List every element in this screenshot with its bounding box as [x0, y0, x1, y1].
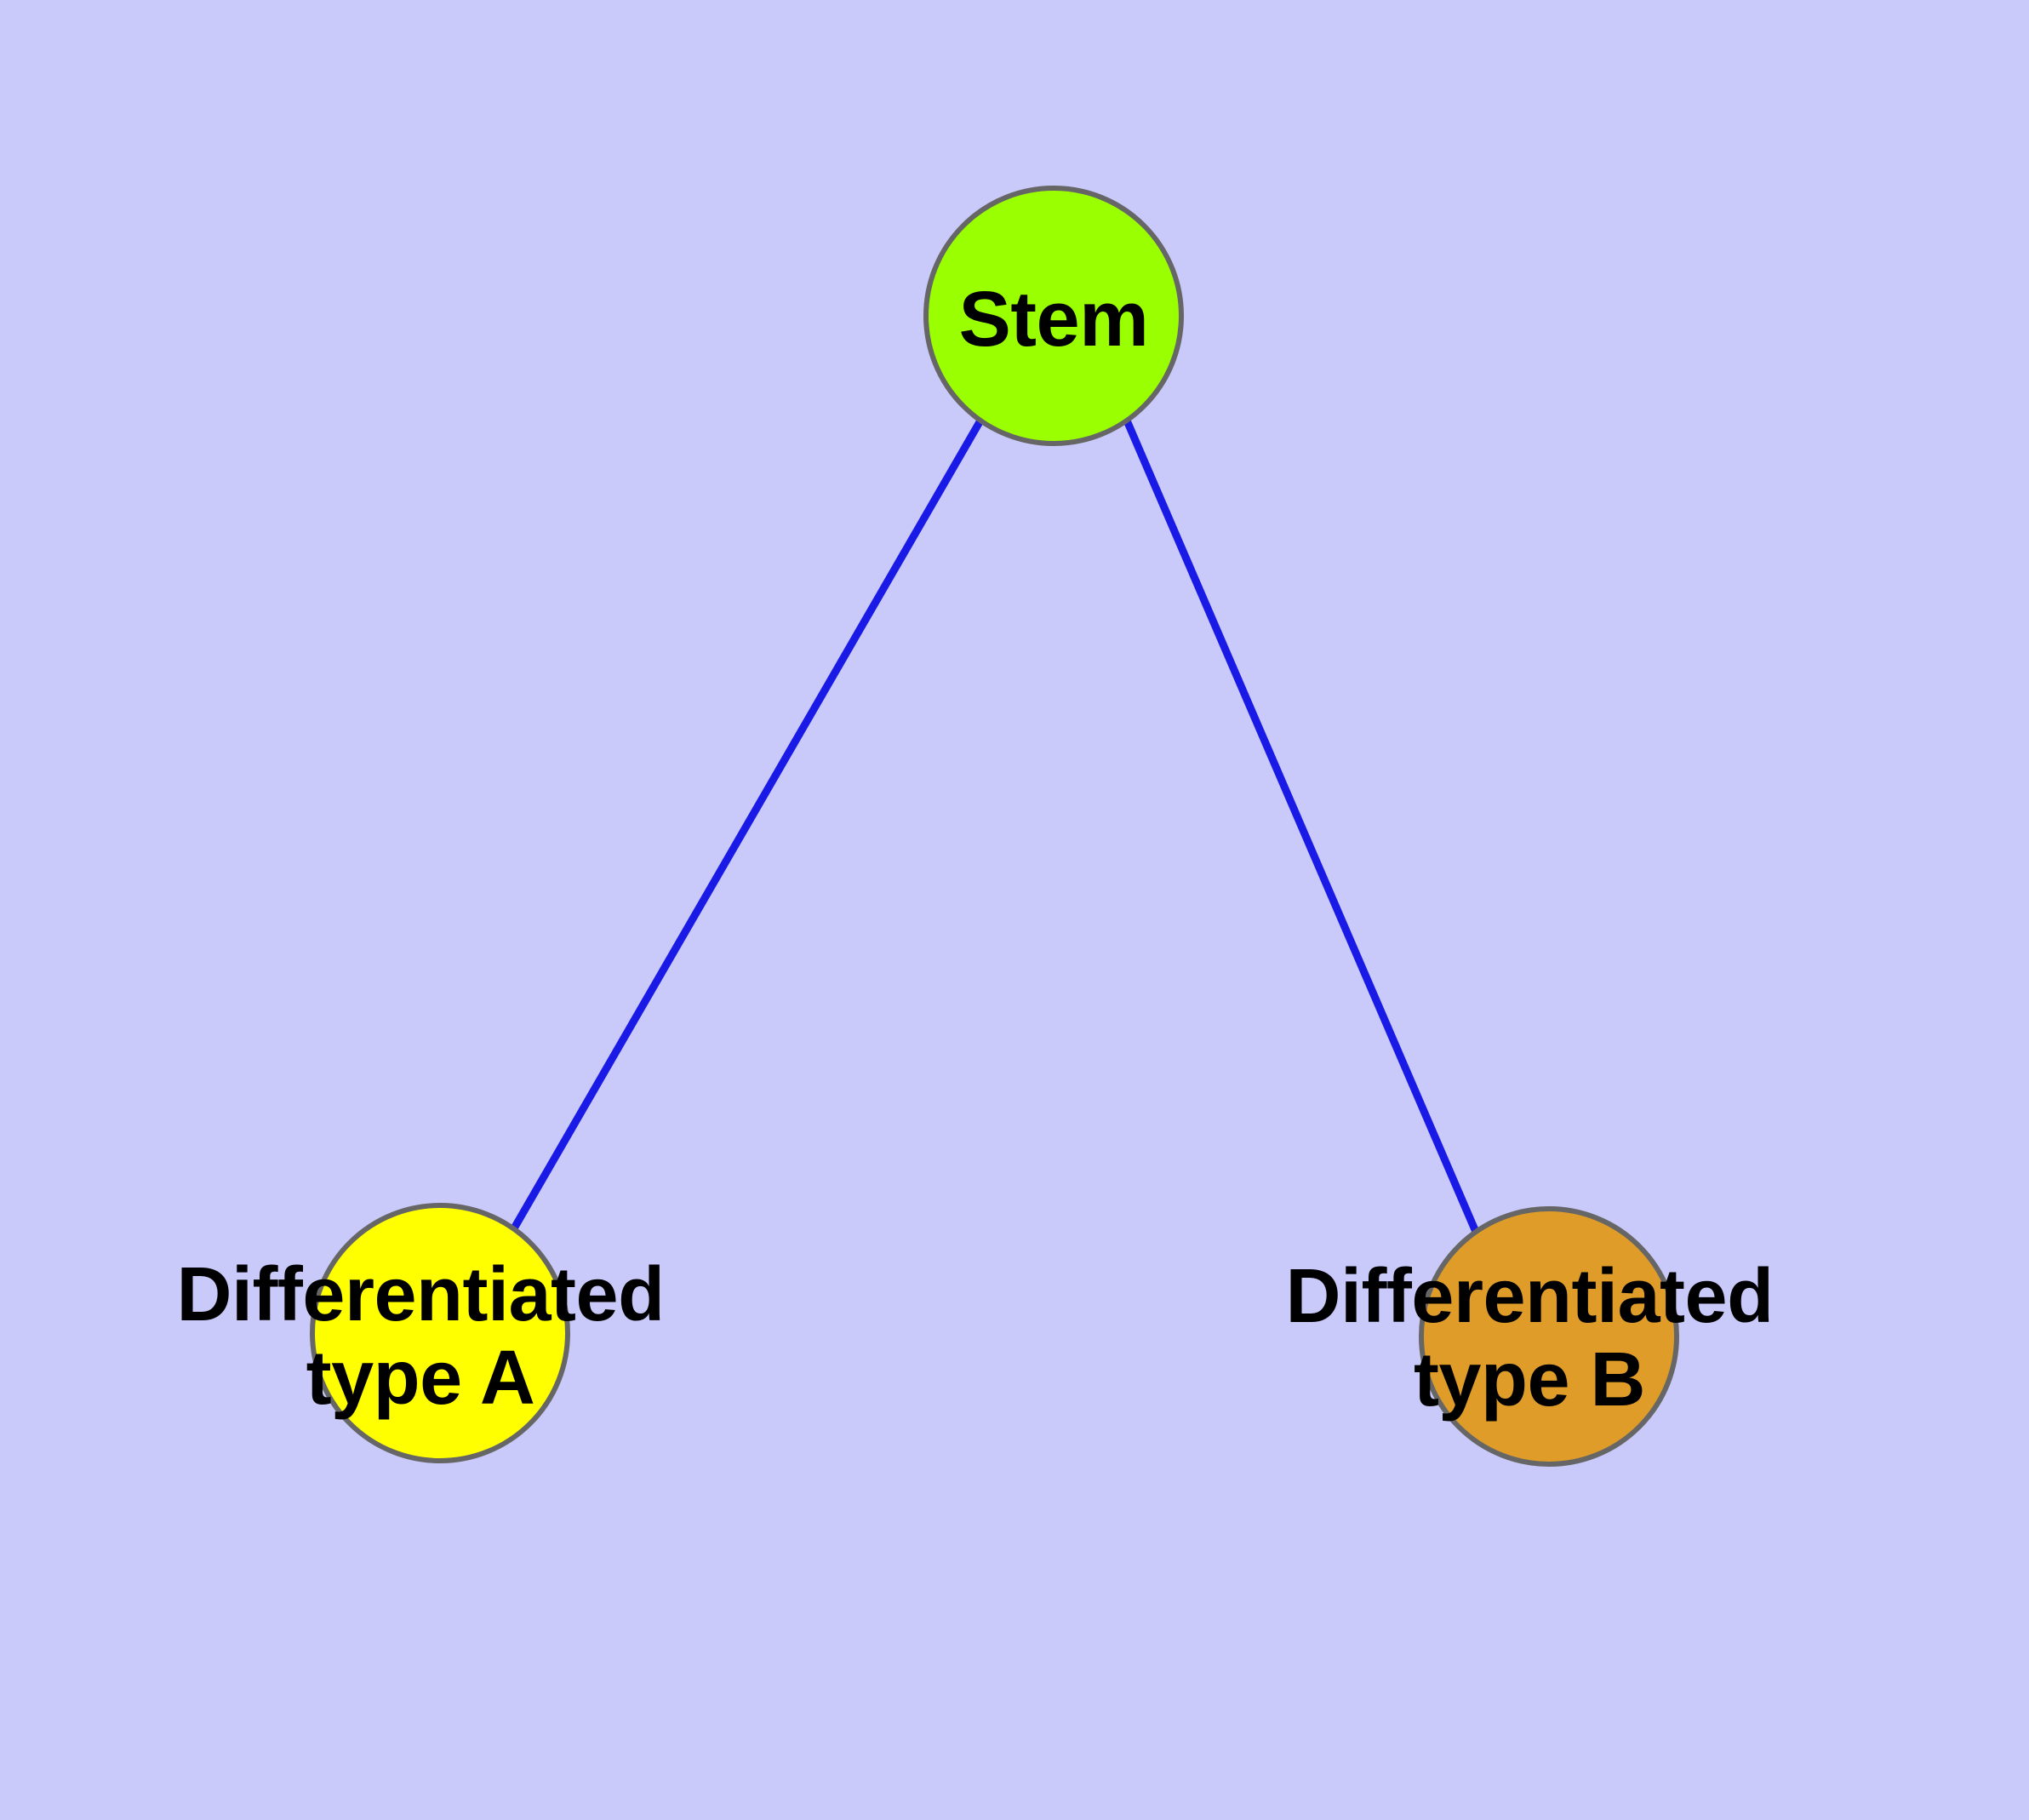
edges-group [511, 418, 1480, 1233]
edge-stem-to-differentiated-type-a[interactable] [511, 418, 984, 1231]
nodes-group [310, 186, 1679, 1467]
edge-stem-to-differentiated-type-b[interactable] [1123, 419, 1480, 1233]
node-differentiated-type-a[interactable] [310, 1203, 570, 1463]
node-stem[interactable] [923, 186, 1184, 446]
node-differentiated-type-b[interactable] [1419, 1206, 1679, 1467]
